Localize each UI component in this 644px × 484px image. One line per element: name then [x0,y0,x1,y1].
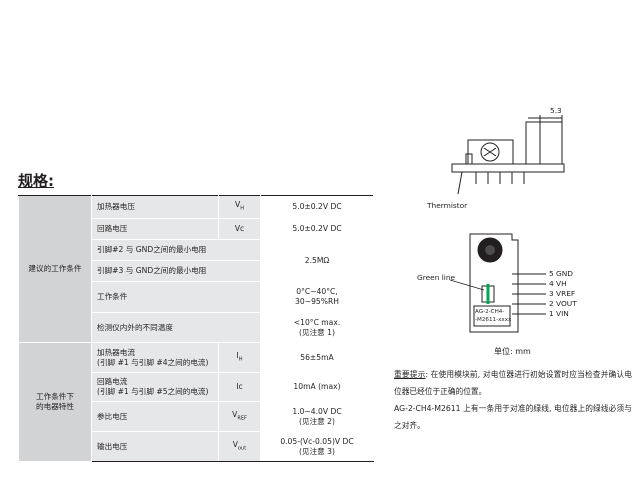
value-temp-variation: <10°C max. (见注意 1) [260,312,374,343]
sensor-core [485,245,495,255]
param-circuit-current: 回路电流 (引脚 #1 与引脚 #5之间的电流) [91,372,219,402]
param-ref-voltage: 参比电压 [91,401,219,432]
dimension-label: 5.3 [550,106,562,115]
green-line-leader [449,279,485,291]
unit-label: 单位: mm [494,347,531,356]
param-pin2-resistor: 引脚#2 与 GND之间的最小电阻 [91,239,261,261]
table-row: 回路电流 (引脚 #1 与引脚 #5之间的电流) Ic 10mA (max) [19,372,374,402]
module-label-box [473,305,511,327]
param-pin3-resistor: 引脚#3 与 GND之间的最小电阻 [91,260,261,282]
pcb-board [451,163,565,173]
group-electrical-characteristics: 工作条件下 的电器特性 [18,342,92,462]
value-operating-conditions: 0°C~40°C, 30~95%RH [260,281,374,313]
group-recommended-conditions: 建议的工作条件 [18,195,92,343]
param-output-voltage: 输出电压 [91,431,219,462]
thermistor-label: Thermistor [427,201,468,210]
table-row: 参比电压 VREF 1.0~4.0V DC (见注意 2) [19,401,374,432]
value-heater-voltage: 5.0±0.2V DC [260,195,374,219]
pin-label-vin: 1 VIN [549,309,569,318]
pin-label-gnd: 5 GND [549,269,573,278]
note-text-2: AG-2-CH4-M2611 上有一条用于对准的绿线, 电位器上的绿线必须与之对… [394,404,632,430]
component-body [525,121,563,165]
param-operating-conditions: 工作条件 [91,281,261,313]
symbol-output-voltage: Vout [218,431,261,462]
top-view [449,233,546,333]
table-row: 建议的工作条件 加热器电压 VH 5.0±0.2V DC [18,195,374,343]
spec-table: 建议的工作条件 加热器电压 VH 5.0±0.2V DC 回路电压 Vc 5.0… [18,195,374,462]
pin-label-vh: 4 VH [549,279,567,288]
value-heater-current: 56±5mA [260,342,374,373]
symbol-heater-voltage: VH [218,195,261,219]
green-line-label: Green line [417,273,456,282]
param-heater-current: 加热器电流 (引脚 #1 与引脚 #4之间的电流) [91,342,219,373]
param-circuit-voltage: 回路电压 [91,218,219,240]
table-row: 输出电压 Vout 0.05-(Vc-0.05)V DC (见注意 3) [19,431,374,462]
note-title: 重要提示 [394,370,426,379]
important-note: 重要提示: 在使用模块前, 对电位器进行初始设置时应当检查并确认电位器已经位于正… [394,366,632,434]
section-title: 规格: [18,172,54,190]
value-min-resistance: 2.5MΩ [260,239,374,282]
param-heater-voltage: 加热器电压 [91,195,219,219]
note-text-1: : 在使用模块前, 对电位器进行初始设置时应当检查并确认电位器已经位于正确的位置… [394,370,632,396]
param-temp-variation: 检测仪内外的不同温度 [91,312,261,343]
table-row: 工作条件 0°C~40°C, 30~95%RH [19,281,374,313]
table-row: 检测仪内外的不同温度 <10°C max. (见注意 1) [19,312,374,343]
side-view [451,115,565,195]
symbol-heater-current: IH [218,342,261,373]
potentiometer-cross [483,147,497,157]
value-ref-voltage: 1.0~4.0V DC (见注意 2) [260,401,374,432]
pin-label-vref: 3 VREF [549,289,576,298]
pin-label-vout: 2 VOUT [549,299,577,308]
sensor-diagram [449,115,565,333]
module-label-line-1: AG-2-CH4- [475,309,505,315]
value-output-voltage: 0.05-(Vc-0.05)V DC (见注意 3) [260,431,374,462]
value-circuit-current: 10mA (max) [260,372,374,402]
table-row: 工作条件下 的电器特性 加热器电流 (引脚 #1 与引脚 #4之间的电流) IH… [18,342,374,462]
symbol-circuit-voltage: Vc [218,218,261,240]
module-label-line-2: -M2611-xxxx [475,317,512,323]
symbol-ref-voltage: VREF [218,401,261,432]
symbol-circuit-current: Ic [218,372,261,402]
thermistor-leader [457,171,463,195]
module-label: AG-2-CH4- -M2611-xxxx [475,308,511,324]
value-circuit-voltage: 5.0±0.2V DC [260,218,374,240]
